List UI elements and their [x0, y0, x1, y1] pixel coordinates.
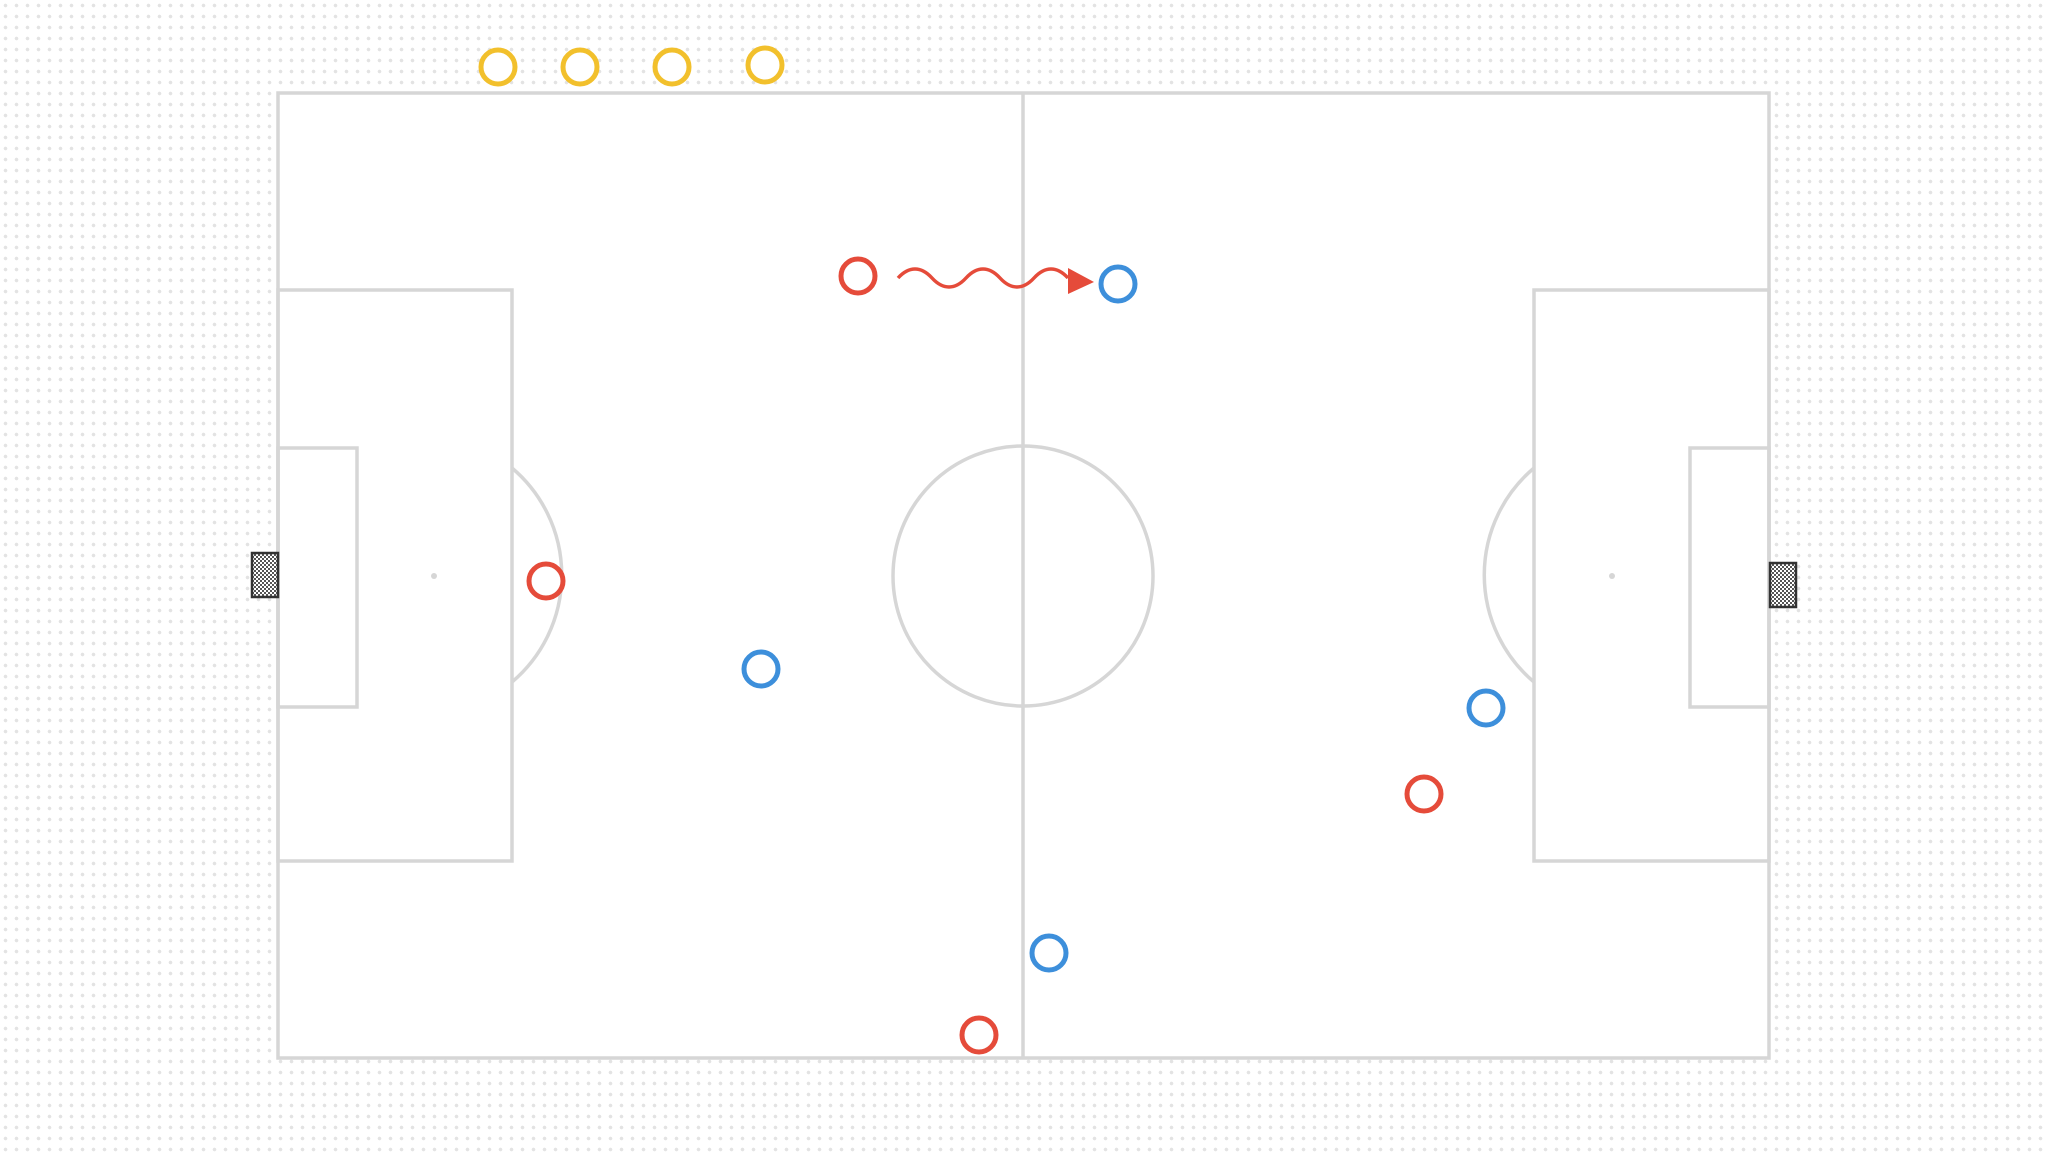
red-player-4[interactable]	[959, 1015, 999, 1055]
goal-left[interactable]	[250, 551, 280, 599]
goal-right[interactable]	[1768, 561, 1798, 609]
pitch	[276, 91, 1771, 1060]
yellow-player-1[interactable]	[478, 47, 518, 87]
red-team	[526, 256, 1444, 1055]
dribble-path	[896, 267, 1070, 289]
blue-player-1[interactable]	[1098, 264, 1138, 304]
right-penalty-arc	[1482, 466, 1536, 684]
yellow-player-2[interactable]	[560, 47, 600, 87]
yellow-player-4[interactable]	[745, 45, 785, 85]
red-player-3[interactable]	[1404, 774, 1444, 814]
goal-net-icon	[1768, 561, 1798, 609]
blue-player-3[interactable]	[1466, 688, 1506, 728]
goal-net-icon	[250, 551, 280, 599]
red-player-2[interactable]	[526, 561, 566, 601]
arrow-head-icon	[1068, 268, 1094, 294]
blue-player-2[interactable]	[741, 649, 781, 689]
blue-player-4[interactable]	[1029, 933, 1069, 973]
substitutes	[478, 45, 785, 87]
dribble-arrow[interactable]	[896, 267, 1094, 294]
red-player-1[interactable]	[838, 256, 878, 296]
right-penalty-spot	[1609, 573, 1615, 579]
blue-team	[741, 264, 1506, 973]
yellow-player-3[interactable]	[652, 47, 692, 87]
left-penalty-spot	[431, 573, 437, 579]
